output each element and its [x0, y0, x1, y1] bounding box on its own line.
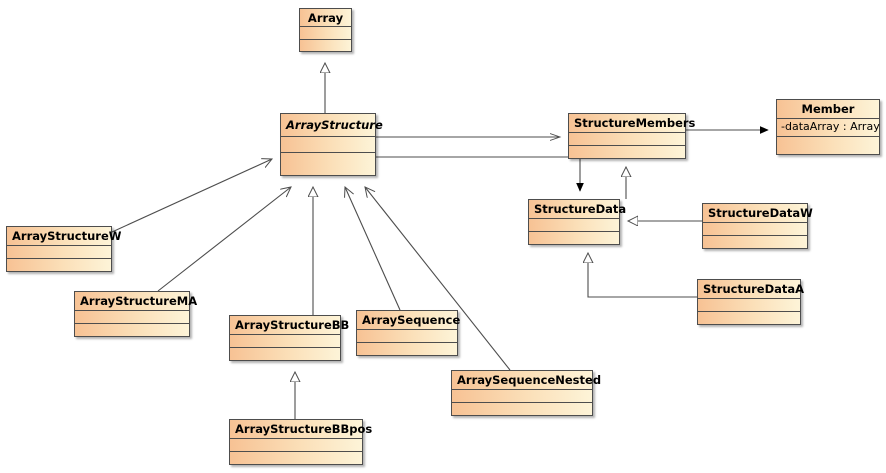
class-attributes-arraysequencenested: [452, 390, 592, 403]
class-operations-member: [777, 137, 879, 150]
class-name-arraysequencenested: ArraySequenceNested: [452, 371, 601, 390]
edge-arraystructure-structuredata: [376, 156, 580, 191]
class-attributes-arraystructurew: [7, 246, 111, 259]
class-attributes-arraysequence: [357, 330, 457, 343]
class-attributes-arraystructure: [281, 137, 375, 153]
edge-arraystructurew-arraystructure: [111, 159, 272, 233]
class-operations-arraystructurema: [75, 324, 189, 337]
class-attributes-structuredataw: [703, 223, 807, 236]
class-operations-structuredataw: [703, 236, 807, 249]
class-name-member: Member: [777, 100, 879, 119]
class-box-arraystructure[interactable]: ArrayStructure: [280, 113, 383, 176]
class-attributes-array: [300, 27, 351, 40]
class-box-structuredataa[interactable]: StructureDataA: [697, 279, 804, 325]
class-operations-structuremembers: [569, 146, 685, 159]
class-name-structuremembers: StructureMembers: [569, 114, 695, 133]
class-name-arraystructurew: ArrayStructureW: [7, 227, 121, 246]
class-operations-arraysequence: [357, 343, 457, 356]
class-operations-array: [300, 40, 351, 53]
class-attributes-structuredataa: [698, 299, 800, 312]
class-name-arraystructurebbpos: ArrayStructureBBpos: [230, 420, 372, 439]
edge-structuredataa-structuredata: [588, 253, 697, 298]
class-name-arraystructurema: ArrayStructureMA: [75, 292, 197, 311]
class-operations-arraystructurebb: [230, 348, 340, 361]
class-name-array: Array: [300, 9, 351, 27]
class-name-structuredataa: StructureDataA: [698, 280, 804, 299]
class-box-arraysequencenested[interactable]: ArraySequenceNested: [451, 370, 601, 416]
class-box-structuredataw[interactable]: StructureDataW: [702, 203, 813, 249]
class-name-arraystructure: ArrayStructure: [281, 114, 383, 137]
class-operations-arraystructurebbpos: [230, 452, 362, 465]
class-name-structuredata: StructureData: [529, 200, 626, 219]
class-operations-structuredata: [529, 232, 619, 245]
class-name-arraystructurebb: ArrayStructureBB: [230, 316, 349, 335]
class-box-array[interactable]: Array: [299, 8, 352, 52]
class-box-member[interactable]: Member -dataArray : Array: [776, 99, 880, 155]
class-operations-arraystructure: [281, 153, 375, 166]
class-box-arraystructurema[interactable]: ArrayStructureMA: [74, 291, 197, 337]
class-attribute-dataarray: -dataArray : Array: [781, 120, 880, 133]
class-box-arraystructurew[interactable]: ArrayStructureW: [6, 226, 121, 272]
class-operations-arraystructurew: [7, 259, 111, 272]
class-attributes-arraystructurema: [75, 311, 189, 324]
class-attributes-arraystructurebb: [230, 335, 340, 348]
class-name-structuredataw: StructureDataW: [703, 204, 813, 223]
edge-arraysequence-arraystructure: [345, 187, 401, 311]
class-attributes-member: -dataArray : Array: [777, 119, 880, 137]
edge-arraystructurema-arraystructure: [157, 187, 291, 292]
class-box-arraystructurebb[interactable]: ArrayStructureBB: [229, 315, 349, 361]
class-attributes-arraystructurebbpos: [230, 439, 362, 452]
class-operations-arraysequencenested: [452, 403, 592, 416]
class-operations-structuredataa: [698, 312, 800, 325]
class-box-structuremembers[interactable]: StructureMembers: [568, 113, 695, 159]
class-box-arraysequence[interactable]: ArraySequence: [356, 310, 460, 356]
class-attributes-structuredata: [529, 219, 619, 232]
class-box-structuredata[interactable]: StructureData: [528, 199, 626, 245]
class-attributes-structuremembers: [569, 133, 685, 146]
class-box-arraystructurebbpos[interactable]: ArrayStructureBBpos: [229, 419, 372, 465]
class-name-arraysequence: ArraySequence: [357, 311, 460, 330]
